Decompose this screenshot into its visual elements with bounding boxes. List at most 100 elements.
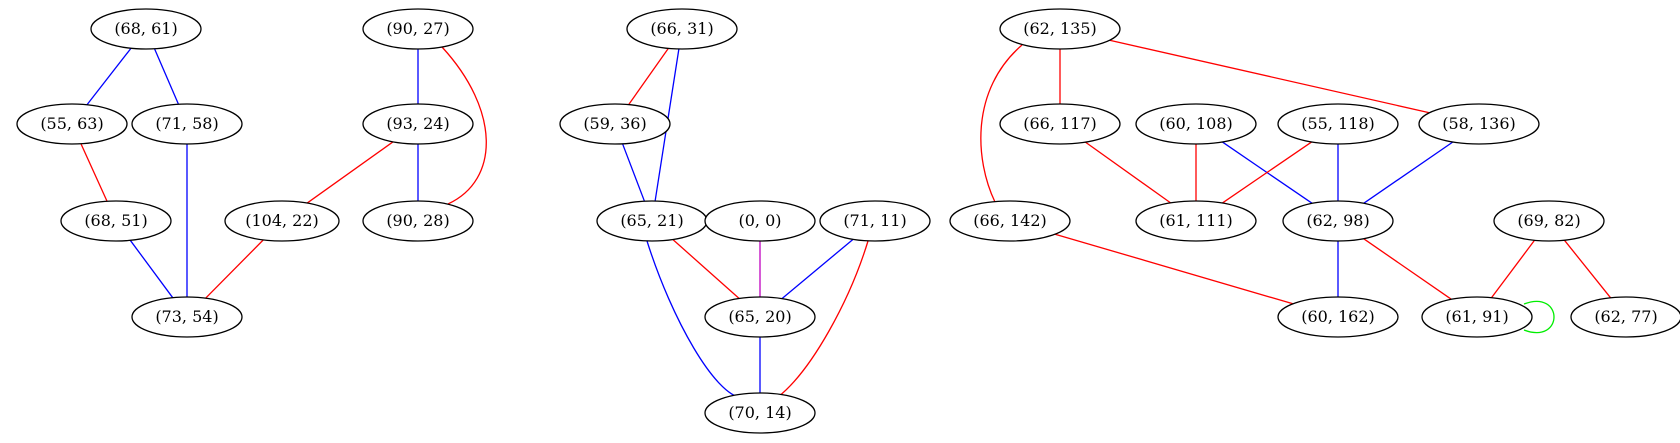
node-ellipse [362, 200, 474, 242]
edge-71_11-to-65_20 [781, 238, 854, 300]
node-label: (90, 28) [386, 211, 449, 230]
graph-node: (65, 20) [704, 296, 816, 338]
node-label: (71, 11) [843, 211, 906, 230]
node-ellipse [90, 8, 202, 50]
edge-68_61-to-71_58 [153, 48, 180, 105]
node-ellipse [819, 200, 931, 242]
node-ellipse [1135, 103, 1257, 145]
node-label: (73, 54) [155, 307, 218, 326]
graph-node: (68, 61) [90, 8, 202, 50]
graph-node: (58, 136) [1418, 103, 1540, 145]
edge-104_22-to-73_54 [205, 239, 264, 299]
edge-62_135-to-66_142 [980, 44, 1023, 203]
graph-node: (61, 91) [1421, 296, 1533, 338]
graph-node: (66, 117) [999, 103, 1121, 145]
node-label: (68, 51) [84, 211, 147, 230]
graph-node: (60, 162) [1277, 296, 1399, 338]
graph-node: (0, 0) [704, 200, 816, 242]
node-label: (61, 111) [1159, 211, 1233, 230]
graph-node: (55, 63) [16, 103, 128, 145]
edge-66_117-to-61_111 [1085, 141, 1171, 204]
edge-55_63-to-68_51 [80, 143, 108, 202]
node-label: (66, 142) [973, 211, 1047, 230]
graph-node: (68, 51) [60, 200, 172, 242]
edge-55_118-to-61_111 [1221, 141, 1313, 204]
edge-66_142-to-60_162 [1054, 233, 1294, 305]
node-label: (58, 136) [1442, 114, 1516, 133]
node-label: (90, 27) [386, 19, 449, 38]
edge-62_135-to-58_136 [1109, 39, 1430, 114]
node-label: (66, 117) [1023, 114, 1097, 133]
graph-node: (62, 135) [999, 8, 1121, 50]
graph-node: (71, 58) [131, 103, 243, 145]
node-label: (68, 61) [114, 19, 177, 38]
node-label: (55, 118) [1301, 114, 1375, 133]
graph-node: (90, 28) [362, 200, 474, 242]
node-label: (61, 91) [1445, 307, 1508, 326]
node-ellipse [1418, 103, 1540, 145]
graph-node: (71, 11) [819, 200, 931, 242]
edge-69_82-to-62_77 [1563, 239, 1612, 299]
edge-66_31-to-59_36 [628, 47, 669, 106]
graph-node: (69, 82) [1493, 200, 1605, 242]
graph-node: (60, 108) [1135, 103, 1257, 145]
node-ellipse [60, 200, 172, 242]
edge-71_11-to-70_14 [777, 240, 869, 398]
edge-58_136-to-62_98 [1363, 141, 1454, 204]
node-ellipse [626, 8, 738, 50]
graph-node: (104, 22) [224, 200, 340, 242]
edge-68_61-to-55_63 [86, 47, 132, 106]
node-ellipse [999, 103, 1121, 145]
node-ellipse [131, 296, 243, 338]
edge-65_21-to-70_14 [646, 240, 743, 399]
node-label: (60, 162) [1301, 307, 1375, 326]
node-ellipse [16, 103, 128, 145]
node-label: (70, 14) [728, 403, 791, 422]
node-ellipse [224, 200, 340, 242]
graph-node: (66, 142) [949, 200, 1071, 242]
graph-node: (62, 98) [1282, 200, 1394, 242]
graph-node: (73, 54) [131, 296, 243, 338]
graph-node: (61, 111) [1135, 200, 1257, 242]
node-ellipse [1277, 296, 1399, 338]
edge-62_98-to-61_91 [1363, 238, 1452, 300]
node-ellipse [1570, 296, 1680, 338]
node-ellipse [1135, 200, 1257, 242]
edge-61_91-to-61_91 [1523, 300, 1555, 334]
node-label: (104, 22) [245, 211, 319, 230]
graph-node: (93, 24) [362, 103, 474, 145]
edge-68_51-to-73_54 [129, 239, 174, 299]
edge-59_36-to-65_21 [621, 143, 646, 202]
graph-node: (65, 21) [596, 200, 708, 242]
graph-node: (90, 27) [362, 8, 474, 50]
node-ellipse [362, 103, 474, 145]
node-ellipse [1421, 296, 1533, 338]
node-ellipse [131, 103, 243, 145]
graph-node: (62, 77) [1570, 296, 1680, 338]
node-ellipse [1493, 200, 1605, 242]
node-ellipse [559, 103, 671, 145]
node-ellipse [1282, 200, 1394, 242]
node-label: (62, 135) [1023, 19, 1097, 38]
node-ellipse [1277, 103, 1399, 145]
node-ellipse [999, 8, 1121, 50]
node-layer: (68, 61) (55, 63) (71, 58) (68, 51) (73, 54)… [16, 8, 1680, 434]
node-ellipse [704, 200, 816, 242]
node-label: (55, 63) [40, 114, 103, 133]
node-ellipse [362, 8, 474, 50]
edge-layer [80, 39, 1612, 399]
node-label: (0, 0) [738, 211, 781, 230]
node-label: (71, 58) [155, 114, 218, 133]
node-label: (62, 98) [1306, 211, 1369, 230]
node-label: (62, 77) [1594, 307, 1657, 326]
node-label: (66, 31) [650, 19, 713, 38]
node-label: (60, 108) [1159, 114, 1233, 133]
node-ellipse [949, 200, 1071, 242]
graph-node: (66, 31) [626, 8, 738, 50]
graph-node: (59, 36) [559, 103, 671, 145]
node-label: (69, 82) [1517, 211, 1580, 230]
graph-node: (55, 118) [1277, 103, 1399, 145]
edge-65_21-to-65_20 [672, 239, 740, 299]
edge-90_27-to-90_28 [441, 46, 487, 205]
